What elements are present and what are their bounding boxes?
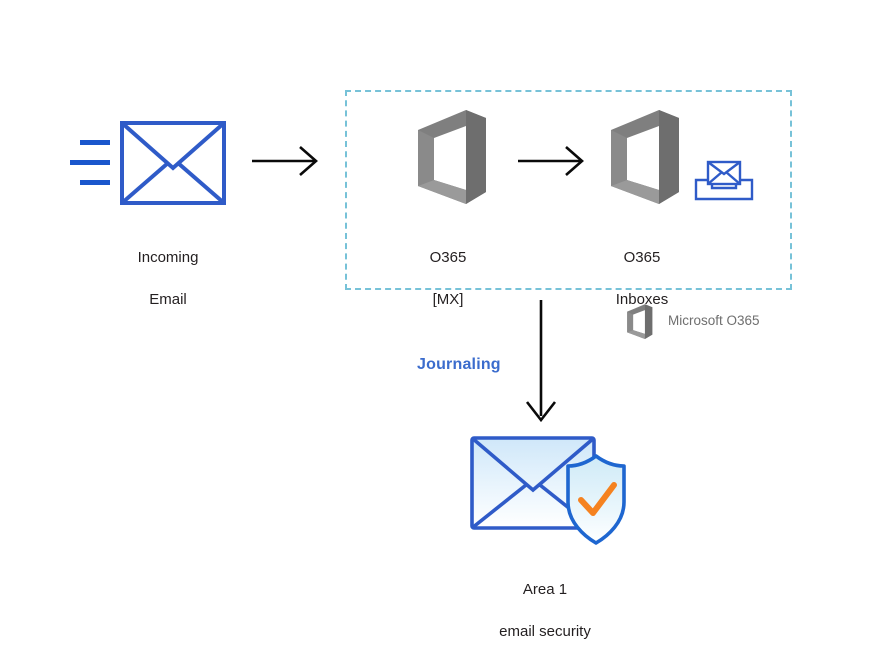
envelope-flap <box>470 436 596 493</box>
office-365-logo-icon <box>611 110 679 204</box>
envelope-icon <box>70 121 226 205</box>
envelope-fold-left <box>470 483 528 530</box>
node-label-area1-email-security: Area 1 email security <box>465 558 625 653</box>
speed-line-bottom <box>80 180 110 185</box>
envelope-fold-left <box>120 161 170 205</box>
label-line: Email <box>149 291 187 308</box>
node-label-incoming-email: Incoming Email <box>88 226 248 331</box>
inbox-tray-envelope-icon <box>694 160 754 201</box>
label-line: O365 <box>623 249 661 266</box>
node-o365-mx <box>404 108 496 208</box>
edge-incoming-to-mx <box>252 143 322 179</box>
node-area1-email-security <box>466 430 636 550</box>
label-line: email security <box>499 623 591 640</box>
envelope-shield-check-icon <box>470 436 626 545</box>
speed-line-middle <box>70 160 110 165</box>
office-365-logo-icon <box>418 110 486 204</box>
arrow-down-icon <box>525 300 557 423</box>
arrow-right-icon <box>252 146 318 176</box>
edge-inboxes-to-area1 <box>524 300 560 424</box>
node-label-o365-inboxes: O365 Inboxes <box>562 226 722 331</box>
office-365-logo-icon <box>627 304 653 339</box>
node-incoming-email <box>68 118 228 218</box>
legend-label-microsoft-o365: Microsoft O365 <box>668 313 760 328</box>
label-line: Area 1 <box>522 581 568 598</box>
legend-microsoft-o365 <box>622 303 656 341</box>
badge-inbox-tray <box>694 158 754 202</box>
label-line: O365 <box>429 249 467 266</box>
o365-boundary-group <box>345 90 792 290</box>
label-line: Incoming <box>137 249 199 266</box>
node-o365-inboxes <box>597 108 689 208</box>
edge-label-journaling: Journaling <box>417 356 501 373</box>
shield-shape <box>566 454 626 545</box>
check-icon <box>578 482 617 516</box>
envelope-fold-right <box>176 161 226 205</box>
envelope-flap <box>120 121 226 171</box>
label-line: Inboxes <box>615 291 669 308</box>
edge-mx-to-inboxes <box>518 143 588 179</box>
node-label-o365-mx: O365 [MX] <box>368 226 528 331</box>
label-line: [MX] <box>432 291 464 308</box>
speed-line-top <box>80 140 110 145</box>
arrow-right-icon <box>518 146 584 176</box>
